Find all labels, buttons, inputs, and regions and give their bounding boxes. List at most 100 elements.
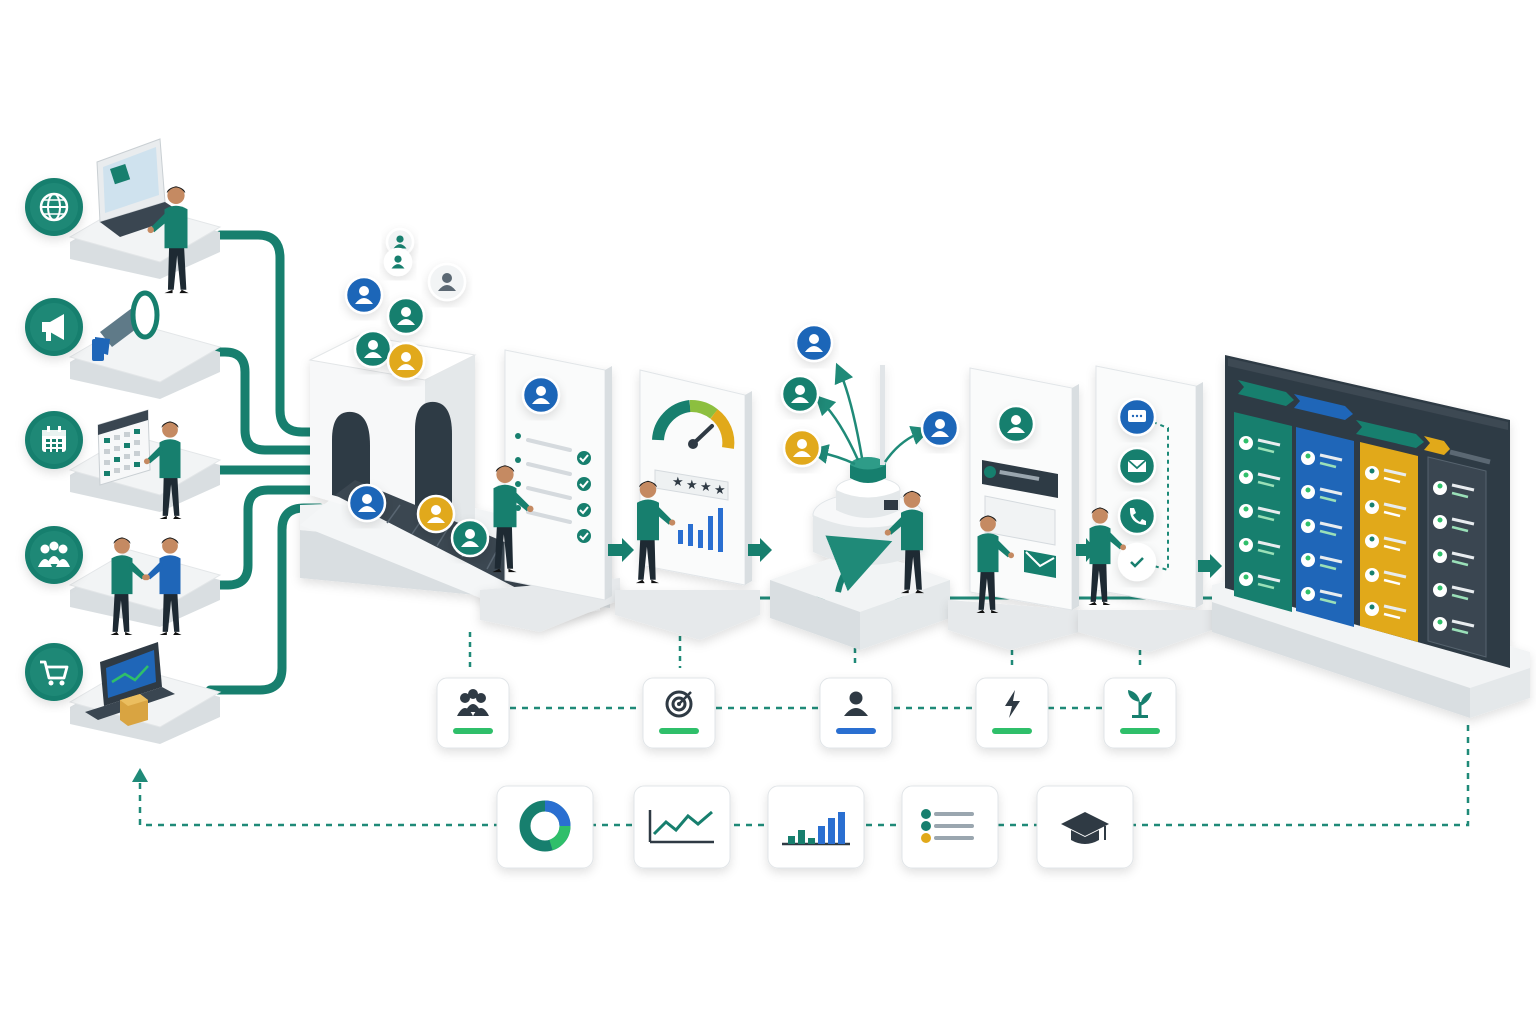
analytics-tile-5 [1036, 785, 1134, 869]
calendar-icon [25, 411, 83, 469]
dashboard-chevrons [1238, 380, 1491, 465]
lead-avatar-icon [416, 494, 456, 534]
analytics-tile-3 [767, 785, 865, 869]
people [110, 186, 1127, 636]
dashboard-card [1301, 519, 1343, 537]
dashboard-card [1239, 572, 1281, 590]
svg-text:★: ★ [700, 480, 712, 495]
lead-avatar-icon [920, 408, 960, 448]
lead-avatar-icon [427, 262, 467, 302]
lightning-icon [1005, 690, 1020, 718]
stage-tile-2 [642, 677, 716, 749]
analytics-tile-2 [633, 785, 731, 869]
lead-source-2 [25, 290, 222, 399]
stage-outreach [948, 367, 1080, 650]
lead-avatar-icon [450, 518, 490, 558]
dashboard-card [1365, 500, 1407, 518]
stage-tile-4 [975, 677, 1049, 749]
dashboard-card [1301, 451, 1343, 469]
megaphone-icon [25, 298, 83, 356]
lead-source-4 [25, 526, 222, 627]
lead-avatar-icon [383, 247, 413, 277]
lead-avatar-icon [780, 374, 820, 414]
lead-source-3 [25, 409, 222, 512]
globe-icon [25, 178, 83, 236]
team-icon [457, 689, 489, 716]
megaphone-icon-device [92, 290, 160, 361]
sprout-icon [1128, 690, 1152, 718]
lead-avatar-icon [521, 375, 561, 415]
bar-chart-icon [782, 812, 850, 846]
cart-icon [25, 643, 83, 701]
person-outreach [976, 515, 1015, 614]
lead-avatar-icon [1117, 496, 1157, 536]
dashboard-column-1 [1234, 412, 1292, 612]
analytics-tiles [496, 785, 1134, 869]
person-checklist [492, 465, 534, 573]
person-routing [884, 490, 925, 594]
person-at-calendar [143, 421, 182, 520]
user-icon [844, 691, 868, 716]
laptop-icon-device [85, 642, 175, 726]
stage-tile-3 [819, 677, 893, 749]
dashboard-card [1301, 587, 1343, 605]
dashboard-column-4 [1427, 456, 1487, 658]
lead-source-5 [25, 642, 222, 744]
dashboard-card [1433, 617, 1475, 635]
dashboard-card [1301, 485, 1343, 503]
stage-tile-5 [1103, 677, 1177, 749]
progress-bar [453, 728, 493, 734]
dashboard-column-3 [1360, 442, 1418, 642]
calendar-icon-device [97, 409, 151, 486]
tablet-icon [884, 500, 898, 510]
lead-avatar-icon [386, 296, 426, 336]
person-handshake-right [143, 537, 182, 636]
feedback-loop [132, 725, 1470, 827]
graduation-cap-icon [1061, 812, 1109, 844]
progress-bar [659, 728, 699, 734]
lead-avatars [344, 227, 1157, 582]
svg-text:★: ★ [672, 475, 684, 490]
dashboard-card [1433, 549, 1475, 567]
dashboard-card [1301, 553, 1343, 571]
dashboard-card [1239, 436, 1281, 454]
lead-avatar-icon [996, 404, 1036, 444]
progress-bar [1120, 728, 1160, 734]
lead-avatar-icon [782, 428, 822, 468]
dashboard-card [1365, 534, 1407, 552]
target-icon [665, 690, 693, 718]
dashboard-card [1365, 466, 1407, 484]
progress-bar [992, 728, 1032, 734]
lead-sources [25, 138, 222, 744]
lead-avatar-icon [1117, 446, 1157, 486]
lead-avatar-icon [386, 341, 426, 381]
dashboard-card [1239, 470, 1281, 488]
donut-chart-icon [519, 800, 571, 852]
dashboard-card [1239, 504, 1281, 522]
laptop-icon-device [96, 138, 185, 237]
gauge: ★★★★ [652, 400, 735, 552]
lead-avatar-icon [347, 483, 387, 523]
dashboard-columns [1234, 412, 1487, 658]
lead-avatar-icon [344, 275, 384, 315]
lead-avatar-icon [353, 329, 393, 369]
dashboard-card [1365, 568, 1407, 586]
stage-tile-1 [436, 677, 510, 749]
analytics-tile-4 [901, 785, 999, 869]
list-icon [921, 809, 974, 843]
lead-avatar-icon [1117, 542, 1157, 582]
dashboard-card [1433, 583, 1475, 601]
lead-avatar-icon [1117, 397, 1157, 437]
source-pipes [200, 230, 325, 695]
svg-text:★: ★ [686, 478, 698, 493]
lead-avatar-icon [794, 323, 834, 363]
people-icon [25, 526, 83, 584]
progress-bar [836, 728, 876, 734]
line-chart-icon [648, 810, 714, 844]
person-at-laptop [147, 186, 189, 294]
routing-arrows [808, 362, 932, 593]
dashboard-card [1433, 515, 1475, 533]
person-scoring [635, 480, 676, 584]
analytics-tile-1 [496, 785, 594, 869]
